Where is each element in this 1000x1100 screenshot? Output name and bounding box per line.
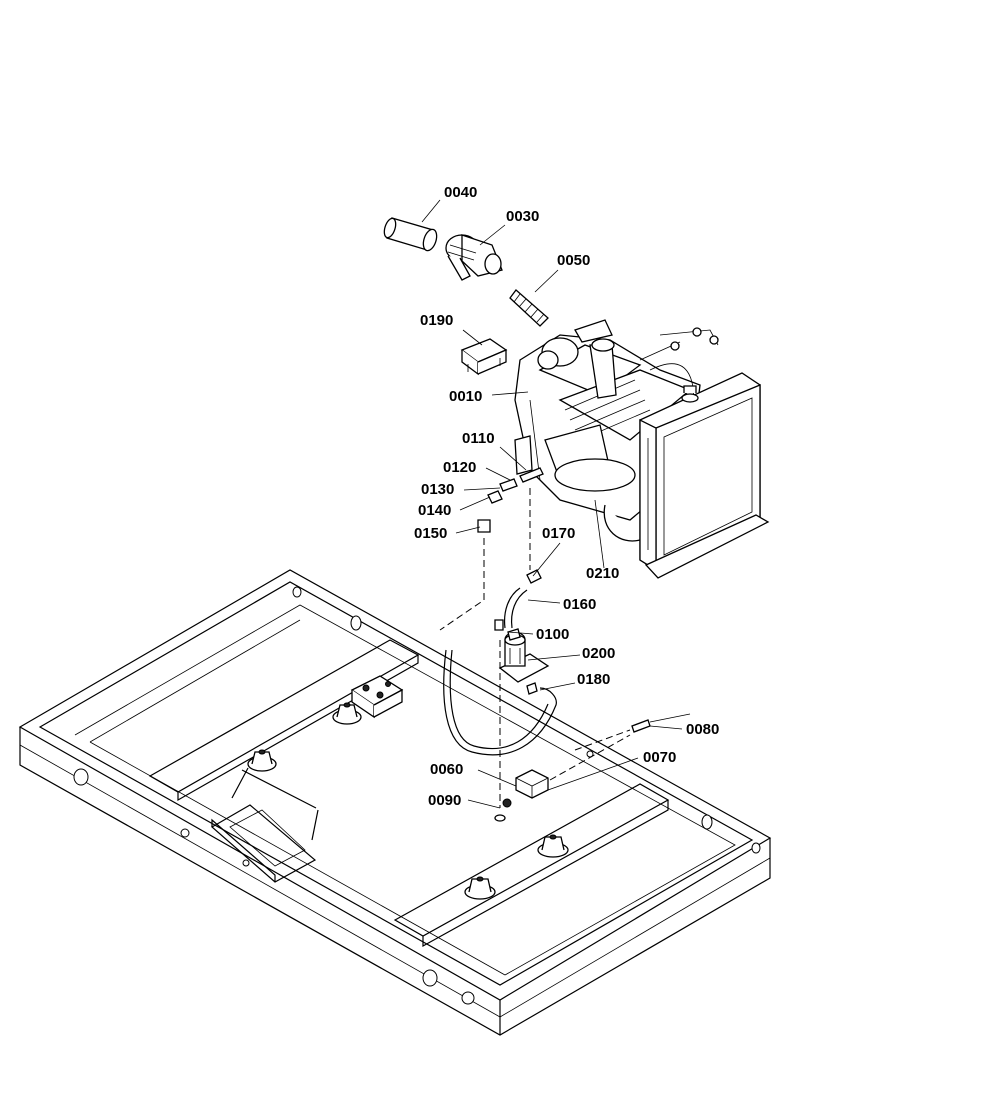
leader-lines	[421, 199, 683, 809]
air-filter-element	[383, 217, 438, 252]
mounting-brackets	[494, 713, 691, 822]
callout-0070: 0070	[643, 749, 676, 766]
callout-0180: 0180	[577, 671, 610, 688]
base-frame	[18, 569, 772, 1036]
callout-0100: 0100	[536, 626, 569, 643]
fuel-fittings	[477, 467, 544, 584]
callout-0030: 0030	[506, 208, 539, 225]
callout-0170: 0170	[542, 525, 575, 542]
callout-0140: 0140	[418, 502, 451, 519]
fuel-filter	[494, 619, 550, 695]
callout-0040: 0040	[444, 184, 477, 201]
assembly-lines	[439, 488, 631, 808]
callout-0120: 0120	[443, 459, 476, 476]
voltage-regulator	[460, 338, 508, 376]
callout-0150: 0150	[414, 525, 447, 542]
callout-0050: 0050	[557, 252, 590, 269]
callout-0160: 0160	[563, 596, 596, 613]
callout-0060: 0060	[430, 761, 463, 778]
callout-0010: 0010	[449, 388, 482, 405]
fuel-hoses	[443, 587, 557, 756]
callout-0200: 0200	[582, 645, 615, 662]
isolator-mounts	[247, 702, 569, 900]
callout-0110: 0110	[462, 430, 495, 447]
callout-0190: 0190	[420, 312, 453, 329]
callout-0130: 0130	[421, 481, 454, 498]
intake-hose	[509, 289, 549, 327]
callout-0210: 0210	[586, 565, 619, 582]
callout-0080: 0080	[686, 721, 719, 738]
radiator	[639, 372, 770, 579]
callout-labels: 0040 0030 0050 0190 0010 0110 0120 0130 …	[414, 184, 719, 809]
air-cleaner-housing	[445, 234, 503, 281]
callout-0090: 0090	[428, 792, 461, 809]
